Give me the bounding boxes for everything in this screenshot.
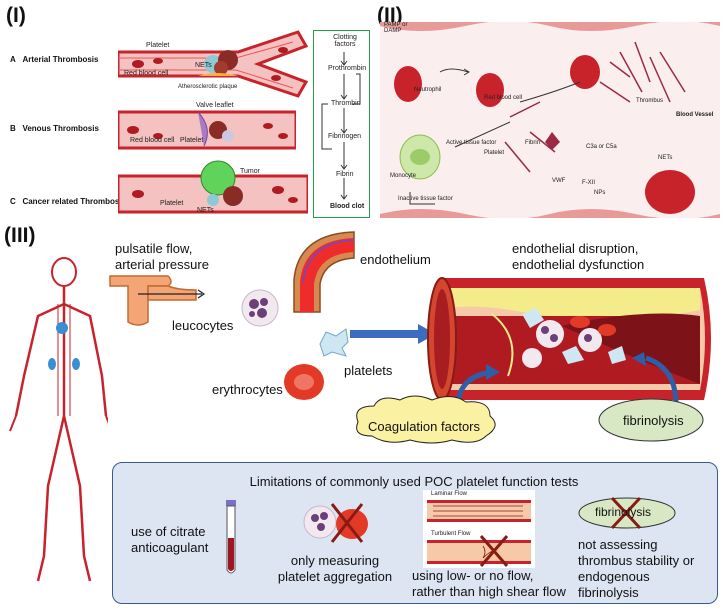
erythrocyte-cell xyxy=(284,364,324,400)
platelet-cell xyxy=(319,328,349,357)
row-c-title: C Cancer related Thrombosis xyxy=(10,197,127,206)
label-valve-b: Valve leaflet xyxy=(196,102,234,109)
label-c3a: C3a or C5a xyxy=(586,144,617,150)
flow-comparison-icon xyxy=(423,490,535,568)
limitation-citrate: use of citrate anticoagulant xyxy=(131,524,209,555)
label-fibrin: Fibrin xyxy=(525,140,541,146)
row-b-title: B Venous Thrombosis xyxy=(10,124,99,133)
label-endothelium: endothelium xyxy=(360,252,431,267)
limitation-aggregation: only measuring platelet aggregation xyxy=(277,553,393,584)
label-nps: NPs xyxy=(594,190,606,196)
venous-vessel-illustration xyxy=(118,110,296,150)
immunothrombosis-illustration xyxy=(380,22,720,218)
label-monocyte: Monocyte xyxy=(390,173,417,179)
label-thrombus: Thrombus xyxy=(636,98,664,104)
label-pulsatile-1: pulsatile flow, xyxy=(115,241,193,256)
pulsatile-flow-illustration xyxy=(109,275,206,326)
panel-label-2: (II) xyxy=(377,4,403,27)
row-a-title: A Arterial Thrombosis xyxy=(10,55,99,64)
label-turbulent: Turbulent Flow xyxy=(431,531,471,537)
label-platelet-a: Platelet xyxy=(146,42,170,49)
diseased-vessel-illustration xyxy=(427,277,711,401)
leucocyte-cell xyxy=(241,289,279,327)
label-platelet-ii: Platelet xyxy=(484,150,505,156)
label-nets-ii: NETs xyxy=(658,155,673,161)
label-fibrinolysis: fibrinolysis xyxy=(623,413,684,428)
label-rbc-ii: Red blood cell xyxy=(484,95,523,101)
label-disruption-2: endothelial dysfunction xyxy=(512,257,645,272)
coagulation-cloud xyxy=(356,395,496,444)
label-platelet-b: Platelet xyxy=(180,137,204,144)
panel-label-1: (I) xyxy=(6,4,26,27)
label-nets-c: NETs xyxy=(197,207,214,214)
label-plaque-a: Atherosclerotic plaque xyxy=(178,84,238,90)
limitations-title: Limitations of commonly used POC platele… xyxy=(249,474,579,489)
label-tumor-c: Tumor xyxy=(240,168,260,175)
label-erythrocytes: erythrocytes xyxy=(212,382,283,397)
coagulation-cascade-box xyxy=(313,30,370,218)
label-active-tf: Active tissue factor xyxy=(446,140,497,146)
cascade-prothrombin: Prothrombin xyxy=(328,65,367,72)
label-fibrinolysis-badge: fibrinolysis xyxy=(595,505,652,519)
label-pamp: PAMP or DAMP xyxy=(384,22,408,34)
label-neutrophil: Neutrophil xyxy=(414,87,442,93)
endothelium-vessel-cut xyxy=(293,231,355,313)
fibrinolysis-badge xyxy=(578,496,676,530)
cascade-arrows xyxy=(321,52,361,200)
cascade-blood-clot: Blood clot xyxy=(330,203,365,210)
citrate-tube-icon xyxy=(226,500,236,574)
label-coagulation: Coagulation factors xyxy=(368,419,481,434)
label-nets-a: NETs xyxy=(195,62,212,69)
label-disruption-1: endothelial disruption, xyxy=(512,241,639,256)
arterial-vessel-illustration xyxy=(118,30,308,98)
cascade-thrombin: Thrombin xyxy=(331,100,361,107)
blue-arrow xyxy=(350,324,436,344)
label-blood-vessel: Blood Vessel xyxy=(676,112,714,118)
circulatory-system-figure xyxy=(9,257,108,582)
label-f12: F-XII xyxy=(582,180,595,186)
label-rbc-a: Red blood cell xyxy=(124,70,169,77)
limitation-fibrinolysis: not assessing thrombus stability or endo… xyxy=(578,537,695,600)
cascade-fibrin: Fibrin xyxy=(336,171,354,178)
label-platelets: platelets xyxy=(344,363,393,378)
label-vwf: VWF xyxy=(552,178,566,184)
cascade-clotting-factors: Clotting factors xyxy=(333,34,357,48)
limitations-box xyxy=(112,462,718,604)
cancer-vessel-illustration xyxy=(118,160,308,214)
label-platelet-c: Platelet xyxy=(160,200,184,207)
label-inactive-tf: Inactive tissue factor xyxy=(398,196,453,202)
fibrinolysis-ellipse xyxy=(598,398,704,442)
cascade-fibrinogen: Fibrinogen xyxy=(328,133,362,140)
limitation-flow: using low- or no flow, rather than high … xyxy=(412,568,566,599)
label-pulsatile-2: arterial pressure xyxy=(115,257,209,272)
panel-label-3: (III) xyxy=(4,224,36,247)
aggregation-cells-icon xyxy=(303,503,368,543)
label-leucocytes: leucocytes xyxy=(172,318,234,333)
label-rbc-b: Red blood cell xyxy=(130,137,175,144)
label-laminar: Laminar Flow xyxy=(431,491,468,497)
